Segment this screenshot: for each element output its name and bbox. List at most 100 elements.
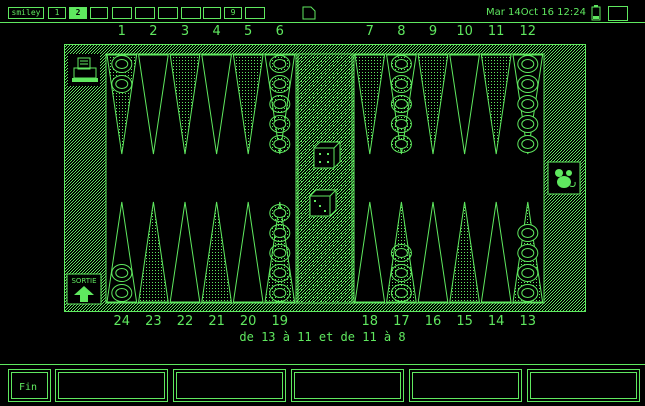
point-triangle-bottom [138,201,169,303]
sortie-label: SORTIE [71,277,96,285]
point-triangle-bottom [354,201,386,303]
point-triangle-bottom [201,201,232,303]
checker [269,224,291,242]
point-number-bottom: 19 [271,314,289,329]
checker [269,115,291,133]
workspace-slot-4[interactable] [112,7,132,19]
point-triangle-top [138,54,169,155]
point-number-bottom: 21 [208,314,225,329]
document-icon[interactable] [302,6,316,20]
checker [517,75,539,93]
point-number-top: 5 [244,24,253,39]
workspace-slot-5[interactable] [135,7,155,19]
footer-slot-5[interactable] [527,369,640,402]
die-pip [327,161,329,163]
point-triangle-top [480,54,512,155]
trash-slot[interactable] [608,6,628,21]
footer-slot-1[interactable] [55,369,168,402]
app-logo[interactable]: smiley [8,7,44,19]
checker [390,115,412,133]
point-triangle-top [354,54,386,155]
top-bar: smiley 1 2 9 Mar 14Oct 16 12:24 [0,0,645,22]
point-triangle-top [201,54,232,155]
footer-slot-4[interactable] [409,369,522,402]
point-number-top: 3 [180,24,190,39]
battery-icon [591,5,601,21]
checker [269,264,291,282]
checker [390,75,412,93]
point-number-top: 12 [519,24,537,39]
point-triangle-top [449,54,480,155]
point-triangle-top [169,54,201,155]
point-triangle-bottom [449,201,480,303]
top-separator [0,22,645,23]
checker [111,75,133,93]
move-instruction: de 13 à 11 et de 11 à 8 [239,330,406,344]
point-number-bottom: 22 [176,314,194,329]
checker [111,264,133,282]
checker [269,55,291,73]
point-number-bottom: 14 [487,314,505,329]
backgammon-board: SORTIE [64,44,586,312]
point-number-bottom: 16 [424,314,442,329]
workspace-slot-7[interactable] [181,7,201,19]
point-number-bottom: 23 [145,314,162,329]
point-triangle-bottom [480,201,512,303]
footer-slot-3[interactable] [291,369,404,402]
die-pip [319,205,321,207]
checker [390,244,412,262]
point-number-top: 8 [397,24,406,39]
point-number-top: 7 [365,24,374,39]
point-number-bottom: 18 [361,314,379,329]
checker [269,75,291,93]
checker [517,55,539,73]
point-triangle-bottom [169,201,201,303]
workspace-slot-3[interactable] [90,7,108,19]
checker [269,284,291,302]
checker [269,204,291,222]
clock: Mar 14Oct 16 12:24 [486,7,586,18]
die-pip [319,161,321,163]
die-1 [313,141,341,169]
die-pip [324,210,326,212]
checker [517,244,539,262]
checker [390,264,412,282]
point-number-top: 1 [117,24,126,39]
workspace-slot-6[interactable] [158,7,178,19]
point-triangle-bottom [417,201,449,303]
checker [269,135,291,153]
workspace-slot-10[interactable] [245,7,265,19]
workspace-slot-8[interactable] [203,7,221,19]
printer-icon [68,54,100,86]
point-number-bottom: 20 [239,314,257,329]
left-field [105,53,297,304]
bottom-separator [0,364,645,365]
point-triangle-top [232,54,264,155]
die-pip [319,153,321,155]
point-number-top: 11 [487,24,505,39]
point-number-bottom: 24 [113,314,131,329]
checker [390,284,412,302]
point-number-top: 6 [275,24,284,39]
die-2 [309,189,337,217]
point-number-top: 4 [212,24,221,39]
checker [390,135,412,153]
footer-slot-2[interactable] [173,369,286,402]
fin-button[interactable]: Fin [8,369,51,402]
checker [517,264,539,282]
checker [111,55,133,73]
checker [517,284,539,302]
point-number-top: 10 [456,24,473,39]
mouse-icon [547,161,581,195]
point-triangle-bottom [232,201,264,303]
workspace-slot-9[interactable]: 9 [224,7,242,19]
workspace-slot-2[interactable]: 2 [69,7,87,19]
checker [517,95,539,113]
point-number-bottom: 15 [456,314,473,329]
die-pip [314,200,316,202]
die-pip [327,153,329,155]
right-field [353,53,545,304]
point-number-top: 9 [428,24,438,39]
checker [390,95,412,113]
workspace-slot-1[interactable]: 1 [48,7,66,19]
